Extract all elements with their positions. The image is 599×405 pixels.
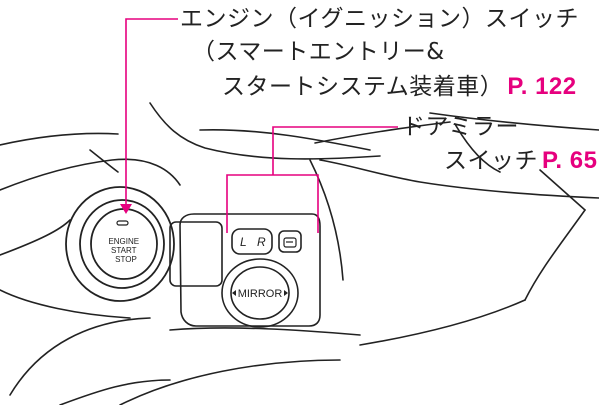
start-button-line3: STOP bbox=[115, 255, 137, 264]
engine-switch-label-line1: エンジン（イグニッション）スイッチ bbox=[180, 6, 580, 32]
start-button-line2: START bbox=[111, 246, 137, 255]
mirror-select-left-label: L bbox=[240, 235, 247, 249]
start-button-text: ENGINE START STOP bbox=[108, 231, 143, 264]
start-button-indicator bbox=[116, 220, 129, 226]
engine-switch-page-ref[interactable]: P. 122 bbox=[507, 73, 577, 100]
mirror-knob-label: MIRROR bbox=[238, 288, 283, 300]
engine-switch-label-line3: スタートシステム装着車）P. 122 bbox=[222, 72, 577, 102]
engine-leader-arrow bbox=[120, 204, 132, 214]
dashboard-panel-lines bbox=[0, 102, 599, 405]
leader-lines bbox=[125, 18, 398, 233]
mirror-switch-panel bbox=[169, 213, 321, 328]
engine-switch-label-line2: （スマートエントリー& bbox=[192, 39, 445, 65]
door-mirror-label-line1: ドアミラー bbox=[402, 114, 520, 140]
mirror-select-right-label: R bbox=[257, 235, 266, 249]
engine-switch-condition: スタートシステム装着車） bbox=[222, 74, 504, 100]
mirror-fold-icon bbox=[283, 237, 297, 248]
engine-start-bezel bbox=[65, 186, 175, 302]
door-mirror-switch-text: スイッチ bbox=[444, 148, 538, 174]
door-mirror-page-ref[interactable]: P. 65 bbox=[542, 147, 598, 174]
mirror-knob-arrows bbox=[232, 290, 288, 296]
start-button-line1: ENGINE bbox=[108, 237, 139, 246]
